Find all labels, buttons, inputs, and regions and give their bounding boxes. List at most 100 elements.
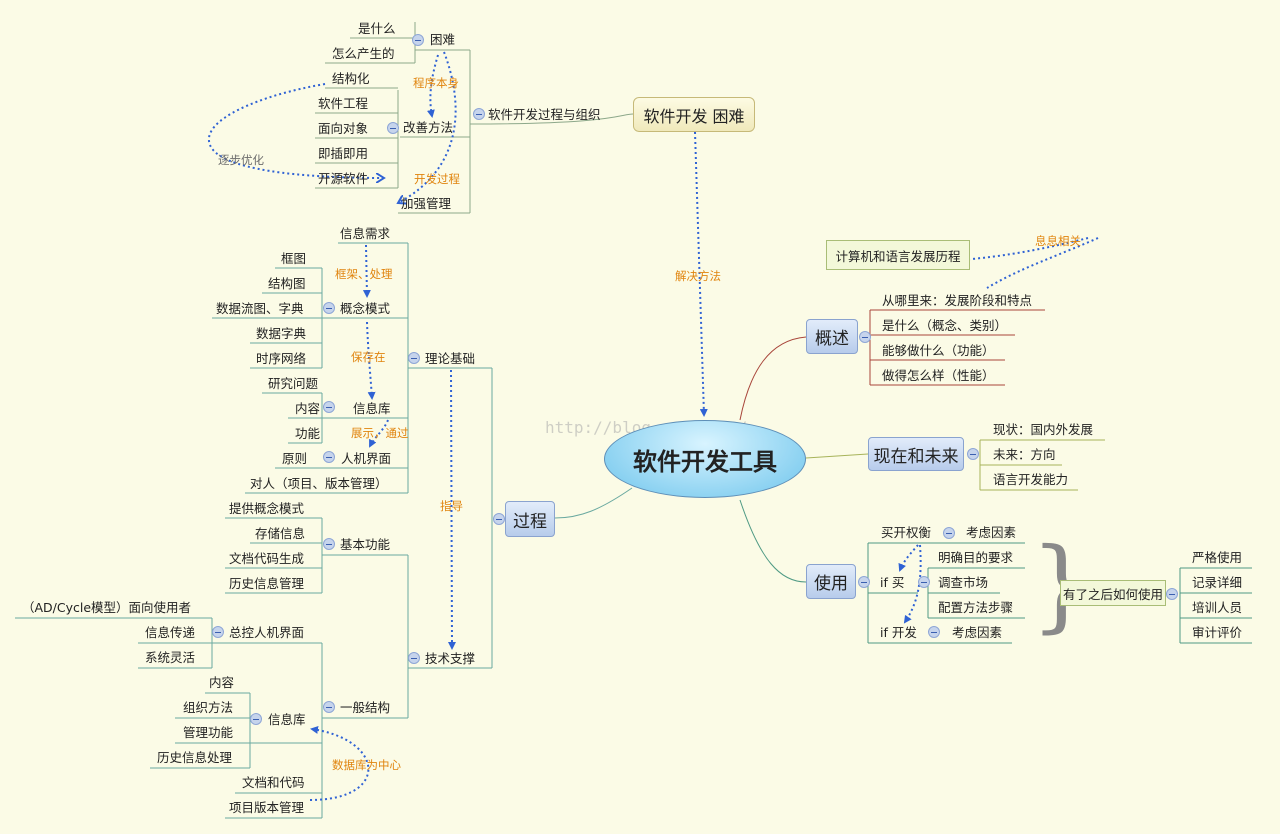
node-record-detail[interactable]: 记录详细	[1192, 575, 1243, 590]
node-general-structure[interactable]: 一般结构	[340, 700, 391, 715]
node-dfd-dictionary[interactable]: 数据流图、字典	[216, 301, 304, 316]
collapse-toggle[interactable]	[859, 331, 871, 343]
collapse-toggle[interactable]	[928, 626, 940, 638]
collapse-toggle[interactable]	[967, 448, 979, 460]
node-status[interactable]: 现状：国内外发展	[993, 422, 1094, 437]
collapse-toggle[interactable]	[323, 538, 335, 550]
node-software-engineering[interactable]: 软件工程	[318, 96, 369, 111]
collapse-toggle[interactable]	[412, 34, 424, 46]
node-provide-concept[interactable]: 提供概念模式	[229, 501, 305, 516]
node-performance[interactable]: 做得怎么样（性能）	[882, 368, 995, 383]
collapse-toggle[interactable]	[408, 352, 420, 364]
relation-label-guide[interactable]: 指导	[440, 499, 463, 513]
node-improve-method[interactable]: 改善方法	[403, 120, 454, 135]
topic-use[interactable]: 使用	[806, 564, 856, 599]
collapse-toggle[interactable]	[387, 122, 399, 134]
node-object-oriented[interactable]: 面向对象	[318, 121, 369, 136]
collapse-toggle[interactable]	[493, 513, 505, 525]
node-what-concept[interactable]: 是什么（概念、类别）	[882, 318, 1008, 333]
node-org-method[interactable]: 组织方法	[183, 700, 234, 715]
node-if-develop[interactable]: if 开发	[880, 625, 917, 640]
node-config-steps[interactable]: 配置方法步骤	[938, 600, 1014, 615]
node-info-repository[interactable]: 信息库	[353, 401, 391, 416]
node-info-repository-2[interactable]: 信息库	[268, 712, 306, 727]
node-audit[interactable]: 审计评价	[1192, 625, 1243, 640]
collapse-toggle[interactable]	[250, 713, 262, 725]
topic-process[interactable]: 过程	[505, 501, 555, 537]
node-doc-code-gen[interactable]: 文档代码生成	[229, 551, 305, 566]
node-adcycle[interactable]: （AD/Cycle模型）面向使用者	[22, 600, 192, 615]
node-research-problem[interactable]: 研究问题	[268, 376, 319, 391]
topic-present-future[interactable]: 现在和未来	[868, 437, 964, 471]
node-plug-and-play[interactable]: 即插即用	[318, 146, 369, 161]
node-market-survey[interactable]: 调查市场	[938, 575, 989, 590]
collapse-toggle[interactable]	[323, 401, 335, 413]
node-clear-goal[interactable]: 明确目的要求	[938, 550, 1014, 565]
node-info-requirement[interactable]: 信息需求	[340, 226, 391, 241]
collapse-toggle[interactable]	[323, 701, 335, 713]
node-strict-use[interactable]: 严格使用	[1192, 550, 1243, 565]
node-hci[interactable]: 人机界面	[341, 451, 392, 466]
relation-label-program-itself[interactable]: 程序本身	[413, 76, 459, 90]
node-content[interactable]: 内容	[295, 401, 321, 416]
collapse-toggle[interactable]	[473, 108, 485, 120]
node-block-diagram[interactable]: 框图	[281, 251, 307, 266]
collapse-toggle[interactable]	[323, 302, 335, 314]
node-tech-support[interactable]: 技术支撑	[425, 651, 476, 666]
topic-overview[interactable]: 概述	[806, 319, 858, 354]
relation-label-db-center[interactable]: 数据库为中心	[332, 758, 401, 772]
relation-label-solve[interactable]: 解决方法	[675, 269, 721, 283]
node-history-processing[interactable]: 历史信息处理	[157, 750, 233, 765]
relation-label-show-via[interactable]: 展示，通过	[351, 426, 409, 440]
node-theory-basis[interactable]: 理论基础	[425, 351, 476, 366]
node-how-produced[interactable]: 怎么产生的	[332, 46, 395, 61]
node-future[interactable]: 未来：方向	[993, 447, 1056, 462]
node-function-2[interactable]: 功能	[295, 426, 321, 441]
node-master-hci[interactable]: 总控人机界面	[229, 625, 305, 640]
node-store-info[interactable]: 存储信息	[255, 526, 306, 541]
collapse-toggle[interactable]	[323, 451, 335, 463]
collapse-toggle[interactable]	[408, 652, 420, 664]
node-history-mgmt[interactable]: 历史信息管理	[229, 576, 305, 591]
node-language-capability[interactable]: 语言开发能力	[993, 472, 1069, 487]
node-train-staff[interactable]: 培训人员	[1192, 600, 1243, 615]
node-factors-dev[interactable]: 考虑因素	[952, 625, 1003, 640]
node-flexible[interactable]: 系统灵活	[145, 650, 196, 665]
node-data-dictionary[interactable]: 数据字典	[256, 326, 307, 341]
relation-label-save-in[interactable]: 保存在	[351, 350, 386, 364]
node-basic-function[interactable]: 基本功能	[340, 537, 391, 552]
collapse-toggle[interactable]	[943, 527, 955, 539]
node-strengthen-management[interactable]: 加强管理	[401, 196, 452, 211]
node-content-2[interactable]: 内容	[209, 675, 235, 690]
node-timing-network[interactable]: 时序网络	[256, 351, 307, 366]
node-factors[interactable]: 考虑因素	[966, 525, 1017, 540]
node-what-is[interactable]: 是什么	[358, 21, 396, 36]
node-history[interactable]: 计算机和语言发展历程	[826, 240, 970, 270]
collapse-toggle[interactable]	[212, 626, 224, 638]
relation-label-step-opt[interactable]: 逐步优化	[218, 153, 264, 167]
node-structure-chart[interactable]: 结构图	[268, 276, 306, 291]
node-principle[interactable]: 原则	[282, 451, 308, 466]
node-structured[interactable]: 结构化	[332, 71, 370, 86]
node-mgmt-function[interactable]: 管理功能	[183, 725, 234, 740]
node-buy-dev-tradeoff[interactable]: 买开权衡	[881, 525, 932, 540]
node-function[interactable]: 能够做什么（功能）	[882, 343, 995, 358]
collapse-toggle[interactable]	[1166, 588, 1178, 600]
node-difficulty[interactable]: 困难	[430, 32, 456, 47]
node-doc-and-code[interactable]: 文档和代码	[242, 775, 305, 790]
node-after-acquire[interactable]: 有了之后如何使用	[1060, 580, 1166, 606]
node-origin[interactable]: 从哪里来：发展阶段和特点	[882, 293, 1033, 308]
node-dev-process-org[interactable]: 软件开发过程与组织	[488, 107, 601, 122]
node-open-source[interactable]: 开源软件	[318, 171, 369, 186]
relation-label-info-related[interactable]: 息息相关	[1035, 234, 1081, 248]
node-version-mgmt[interactable]: 项目版本管理	[229, 800, 305, 815]
node-info-transfer[interactable]: 信息传递	[145, 625, 196, 640]
collapse-toggle[interactable]	[858, 576, 870, 588]
central-topic[interactable]: 软件开发工具	[604, 420, 806, 498]
topic-difficulty[interactable]: 软件开发 困难	[633, 97, 755, 132]
relation-label-dev-process[interactable]: 开发过程	[414, 172, 460, 186]
node-concept-model[interactable]: 概念模式	[340, 301, 391, 316]
node-if-buy[interactable]: if 买	[880, 575, 905, 590]
node-to-people[interactable]: 对人（项目、版本管理）	[250, 476, 388, 491]
relation-label-frame-process[interactable]: 框架、处理	[335, 267, 393, 281]
